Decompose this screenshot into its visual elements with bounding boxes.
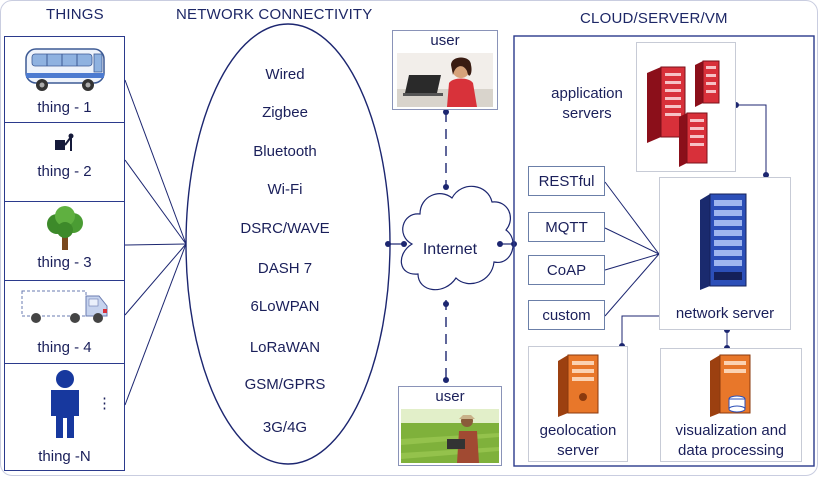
things-header: THINGS bbox=[46, 6, 104, 23]
internet-cloud bbox=[400, 185, 514, 291]
link-thing-2 bbox=[124, 159, 187, 245]
thing-2-cell: thing - 2 bbox=[4, 122, 125, 202]
thing-3-label: thing - 3 bbox=[37, 254, 92, 271]
internet-label: Internet bbox=[422, 241, 478, 258]
tech-wired: Wired bbox=[265, 66, 305, 83]
thing-2-label: thing - 2 bbox=[37, 163, 92, 180]
tech-3g-4g: 3G/4G bbox=[262, 419, 308, 436]
thing-1-label: thing - 1 bbox=[37, 99, 92, 116]
thing-4-cell: thing - 4 bbox=[4, 280, 125, 364]
link-thing-3 bbox=[124, 243, 187, 246]
link-thing-1 bbox=[124, 79, 187, 245]
network-connectivity-header: NETWORK CONNECTIVITY bbox=[176, 6, 373, 23]
sensor-icon bbox=[55, 133, 74, 151]
thing-n-label: thing -N bbox=[38, 448, 91, 465]
network-server-label: network server bbox=[675, 305, 775, 322]
thing-n-cell: ⋮ thing -N bbox=[4, 363, 125, 471]
thing-1-cell: thing - 1 bbox=[4, 36, 125, 123]
tech-bluetooth: Bluetooth bbox=[253, 143, 317, 160]
visualization-label: visualization and data processing bbox=[675, 422, 787, 459]
things-column: thing - 1 thing - 2 thing - 3 bbox=[4, 36, 125, 471]
red-server-rack-icon bbox=[647, 60, 720, 167]
user-top-card: user bbox=[392, 30, 498, 110]
geolocation-server-label: geolocation server bbox=[539, 422, 617, 459]
thing-4-label: thing - 4 bbox=[37, 339, 92, 356]
tech-zigbee: Zigbee bbox=[262, 104, 308, 121]
application-servers-label: application servers bbox=[551, 85, 623, 122]
bus-icon bbox=[25, 48, 105, 91]
tech-wifi: Wi-Fi bbox=[267, 181, 303, 198]
thing-3-cell: thing - 3 bbox=[4, 201, 125, 281]
thing-n-ellipsis: ⋮ bbox=[97, 395, 112, 412]
tech-dsrc-wave: DSRC/WAVE bbox=[240, 220, 330, 237]
tech-6lowpan: 6LoWPAN bbox=[250, 298, 320, 315]
network-ellipse bbox=[185, 23, 391, 465]
tech-dash7: DASH 7 bbox=[257, 260, 313, 277]
user-laptop-photo bbox=[397, 53, 493, 107]
user-field-photo bbox=[401, 409, 499, 463]
protocol-restful: RESTful bbox=[528, 166, 605, 196]
user-bottom-card: user bbox=[398, 386, 502, 466]
blue-server-icon bbox=[700, 193, 747, 290]
tech-gsm-gprs: GSM/GPRS bbox=[244, 376, 326, 393]
visualization-box: visualization and data processing bbox=[660, 348, 802, 462]
cloud-header: CLOUD/SERVER/VM bbox=[580, 10, 728, 27]
protocol-mqtt: MQTT bbox=[528, 212, 605, 242]
tech-lorawan: LoRaWAN bbox=[249, 339, 321, 356]
geolocation-server-box: geolocation server bbox=[528, 346, 628, 462]
user-bottom-label: user bbox=[435, 388, 465, 405]
cloud-panel bbox=[513, 35, 815, 467]
truck-icon bbox=[21, 290, 108, 323]
protocol-custom: custom bbox=[528, 300, 605, 330]
user-top-label: user bbox=[430, 32, 460, 49]
link-thing-n bbox=[124, 243, 187, 406]
tree-icon bbox=[47, 206, 83, 250]
application-servers-box bbox=[636, 42, 736, 172]
orange-server-icon bbox=[558, 354, 599, 417]
network-server-box: network server bbox=[659, 177, 791, 330]
person-icon bbox=[51, 370, 79, 438]
link-thing-4 bbox=[124, 243, 187, 316]
protocol-coap: CoAP bbox=[528, 255, 605, 285]
database-server-icon bbox=[710, 354, 751, 417]
